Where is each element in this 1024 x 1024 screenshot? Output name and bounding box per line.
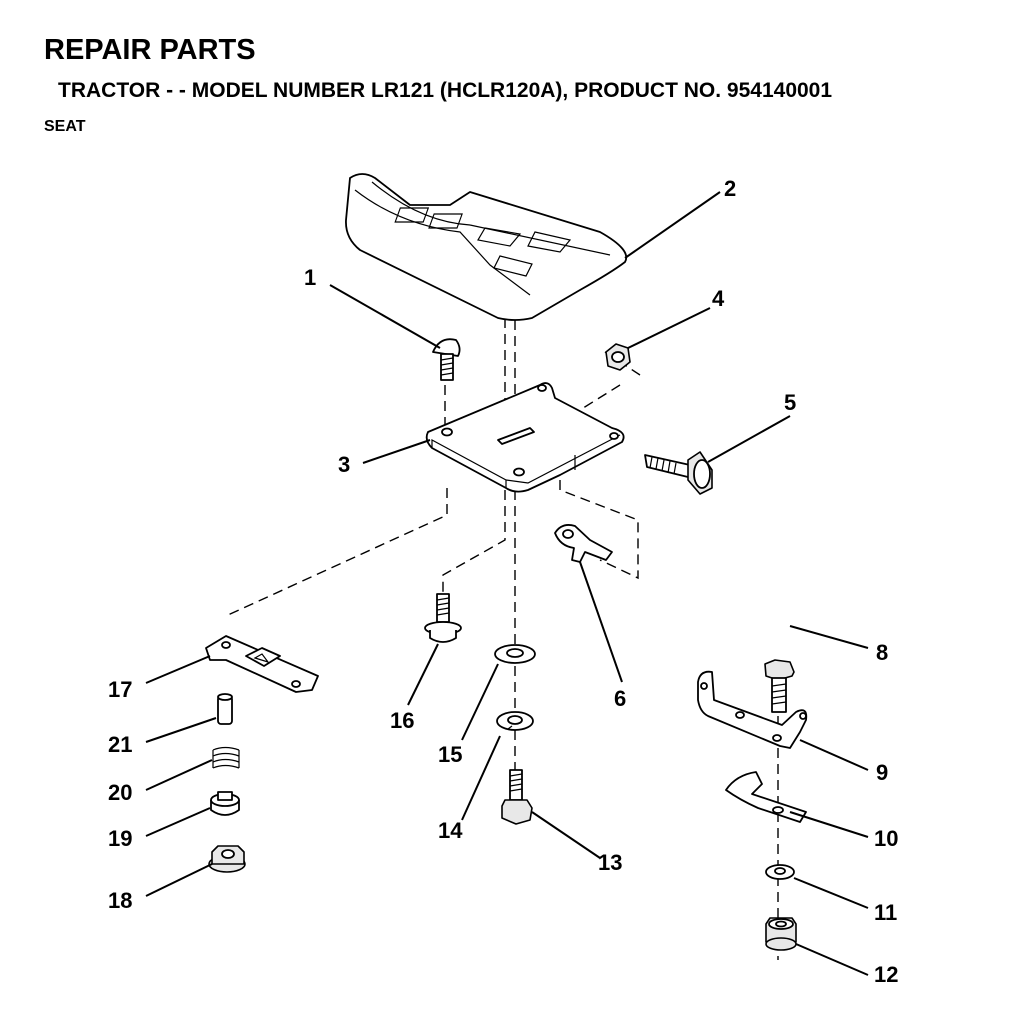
bracket-part-9	[697, 670, 808, 749]
callout-4: 4	[712, 286, 725, 311]
bushing-part	[210, 791, 240, 816]
model-subtitle: TRACTOR - - MODEL NUMBER LR121 (HCLR120A…	[58, 79, 833, 102]
shoulder-bolt-part	[424, 593, 462, 643]
pin-part	[217, 693, 233, 725]
callout-17: 17	[108, 677, 132, 702]
callout-16: 16	[390, 708, 414, 733]
lock-nut-part	[765, 917, 797, 951]
section-label: SEAT	[44, 118, 86, 135]
lock-washer-part-14	[496, 711, 534, 731]
bolt-part-13	[501, 769, 533, 825]
leader-lines	[145, 191, 869, 976]
latch-clip-part	[554, 524, 613, 563]
nut-part-4	[605, 343, 631, 371]
hex-bolt-part-8	[764, 659, 795, 713]
seat-part	[345, 173, 628, 321]
carriage-bolt-part	[432, 338, 461, 381]
callout-6: 6	[614, 686, 626, 711]
callout-20: 20	[108, 780, 132, 805]
callout-8: 8	[876, 640, 888, 665]
callout-numbers: 1 2 3 4 5 6 8 9 10 11 12 13 14 15 16 17 …	[108, 176, 898, 987]
callout-12: 12	[874, 962, 898, 987]
callout-3: 3	[338, 452, 350, 477]
callout-2: 2	[724, 176, 736, 201]
callout-19: 19	[108, 826, 132, 851]
callout-11: 11	[874, 900, 897, 925]
page-title: REPAIR PARTS	[44, 34, 256, 66]
callout-9: 9	[876, 760, 888, 785]
flange-nut-part	[208, 845, 246, 873]
seat-bracket-part	[425, 382, 625, 493]
callout-15: 15	[438, 742, 462, 767]
callout-18: 18	[108, 888, 132, 913]
callout-13: 13	[598, 850, 622, 875]
callout-5: 5	[784, 390, 796, 415]
callout-21: 21	[108, 732, 132, 757]
washer-part-11	[765, 864, 795, 880]
washer-part-15	[494, 644, 536, 664]
spring-part	[212, 746, 240, 769]
hex-bolt-part-5	[644, 451, 713, 495]
clip-part-10	[725, 771, 807, 823]
callout-14: 14	[438, 818, 463, 843]
slide-plate-part	[205, 635, 319, 693]
callout-1: 1	[304, 265, 316, 290]
callout-10: 10	[874, 826, 898, 851]
